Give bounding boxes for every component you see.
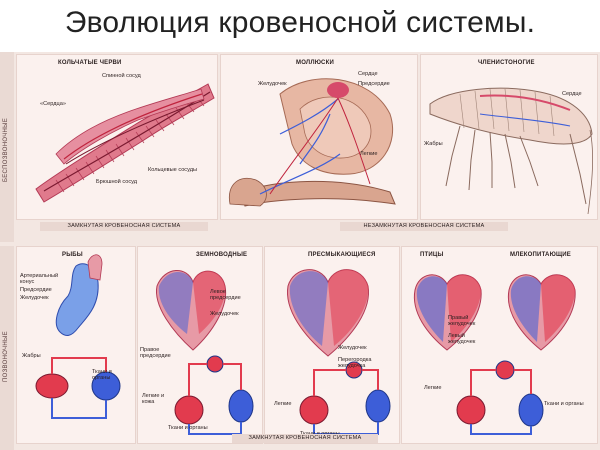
mollusc-label-atrium: Предсердие [358, 81, 390, 87]
mollusc-vessels-arterial [269, 97, 371, 195]
worm-illustration [35, 83, 215, 203]
arthropod-legs [445, 125, 587, 205]
bird-left-half [447, 274, 481, 342]
fish-label-cone: Артериальный конус [20, 273, 59, 285]
amphibian-lungs [174, 395, 204, 425]
fish-circuit [35, 357, 121, 419]
mollusc-shell-inner [299, 96, 372, 159]
mollusc-label-heart: Сердце [358, 71, 378, 77]
amphibian-label-lungs: Легкие и кожа [142, 393, 165, 405]
fish-label-gills: Жабры [22, 353, 41, 359]
poster: БЕСПОЗВОНОЧНЫЕ ПОЗВОНОЧНЫЕ КОЛЬЧАТЫЕ ЧЕР… [0, 52, 600, 450]
bm-tissues [518, 393, 544, 427]
reptile-lungs [299, 395, 329, 425]
mollusc-foot [239, 181, 396, 207]
fish-label-ventricle: Желудочек [20, 295, 49, 301]
banner-open-top: НЕЗАМКНУТАЯ КРОВЕНОСНАЯ СИСТЕМА [340, 222, 508, 231]
reptile-label-ventricle: Желудочек [338, 345, 367, 351]
page-title: Эволюция кровеносной системы. [64, 6, 536, 39]
worm-dorsal-vessel [63, 93, 203, 160]
mammal-label-tissues: Ткани и органы [544, 401, 584, 407]
mollusc-heart [327, 82, 349, 98]
fish-header: РЫБЫ [62, 252, 83, 258]
reptile-heart-diagram [287, 269, 391, 435]
bird-right-half [416, 276, 447, 342]
amphibian-label-left-atrium: Левое предсердие [210, 289, 241, 301]
worm-inner-body [55, 88, 205, 165]
amphibian-circuit-heart [206, 355, 224, 373]
mollusc-head [228, 178, 267, 207]
amphibian-right-half [158, 271, 193, 334]
fish-gills [35, 373, 69, 399]
banner-closed-top: ЗАМКНУТАЯ КРОВЕНОСНАЯ СИСТЕМА [40, 222, 208, 231]
reptile-left-half [328, 269, 369, 346]
bm-lungs [456, 395, 486, 425]
mollusc-label-lungs: Легкие [360, 151, 378, 157]
arthropod-heart [479, 94, 571, 111]
bird-label-left-ventricle: Левый желудочек [448, 333, 476, 345]
fish-label-tissues: Ткани и органы [92, 369, 112, 381]
amphibian-heart-diagram [156, 270, 254, 435]
side-label-vertebrates: ПОЗВОНОЧНЫЕ [3, 331, 9, 382]
reptile-label-lungs: Легкие [274, 401, 292, 407]
birds-mammals-diagram [413, 274, 576, 435]
reptile-label-septum: Перегородка желудочка [338, 357, 372, 369]
mollusc-illustration [228, 78, 396, 207]
reptiles-header: ПРЕСМЫКАЮЩИЕСЯ [308, 252, 376, 258]
reptile-tissues [365, 389, 391, 423]
side-band-vertebrates [0, 246, 14, 450]
mollusc-vessels-venous [259, 98, 341, 195]
arthropods-header: ЧЛЕНИСТОНОГИЕ [478, 60, 535, 66]
worm-label-ring: Кольцевые сосуды [148, 167, 197, 173]
worm-ventral-vessel [65, 99, 205, 165]
amphibian-label-right-atrium: Правое предсердие [140, 347, 171, 359]
amphibian-label-ventricle: Желудочек [210, 311, 239, 317]
bird-label-right-ventricle: Правый желудочек [448, 315, 476, 327]
fish-heart-cone [87, 254, 103, 281]
worm-label-hearts: «Сердца» [40, 101, 66, 107]
amphibian-tissues [228, 389, 254, 423]
worm-label-ventral: Брюшной сосуд [96, 179, 137, 185]
mammal-right-half [510, 276, 541, 342]
mammals-header: МЛЕКОПИТАЮЩИЕ [510, 252, 572, 258]
amphibians-header: ЗЕМНОВОДНЫЕ [196, 252, 248, 258]
side-band-invertebrates [0, 52, 14, 242]
arthropod-illustration [429, 87, 594, 215]
fish-heart-diagram [35, 254, 121, 419]
arthropod-label-heart: Сердце [562, 91, 582, 97]
arthropod-vessels-venous [479, 113, 571, 127]
banner-closed-bottom: ЗАМКНУТАЯ КРОВЕНОСНАЯ СИСТЕМА [232, 434, 378, 443]
bird-label-lungs: Легкие [424, 385, 442, 391]
worms-header: КОЛЬЧАТЫЕ ЧЕРВИ [58, 60, 122, 66]
arthropod-label-gills: Жабры [424, 141, 443, 147]
mollusc-label-stomach: Желудочек [258, 81, 287, 87]
worm-label-dorsal: Спинной сосуд [102, 73, 141, 79]
side-label-invertebrates: БЕСПОЗВОНОЧНЫЕ [3, 117, 9, 182]
reptile-right-half [289, 271, 328, 346]
arthropod-body [429, 87, 593, 145]
amphibian-left-half [193, 271, 226, 334]
mammal-left-half [541, 274, 575, 342]
amphibian-label-tissues: Ткани и органы [168, 425, 208, 431]
arthropod-antenna [587, 129, 594, 215]
birds-header: ПТИЦЫ [420, 252, 444, 258]
molluscs-header: МОЛЛЮСКИ [296, 60, 334, 66]
bm-circuit-heart [495, 360, 515, 380]
fish-label-atrium: Предсердие [20, 287, 52, 293]
